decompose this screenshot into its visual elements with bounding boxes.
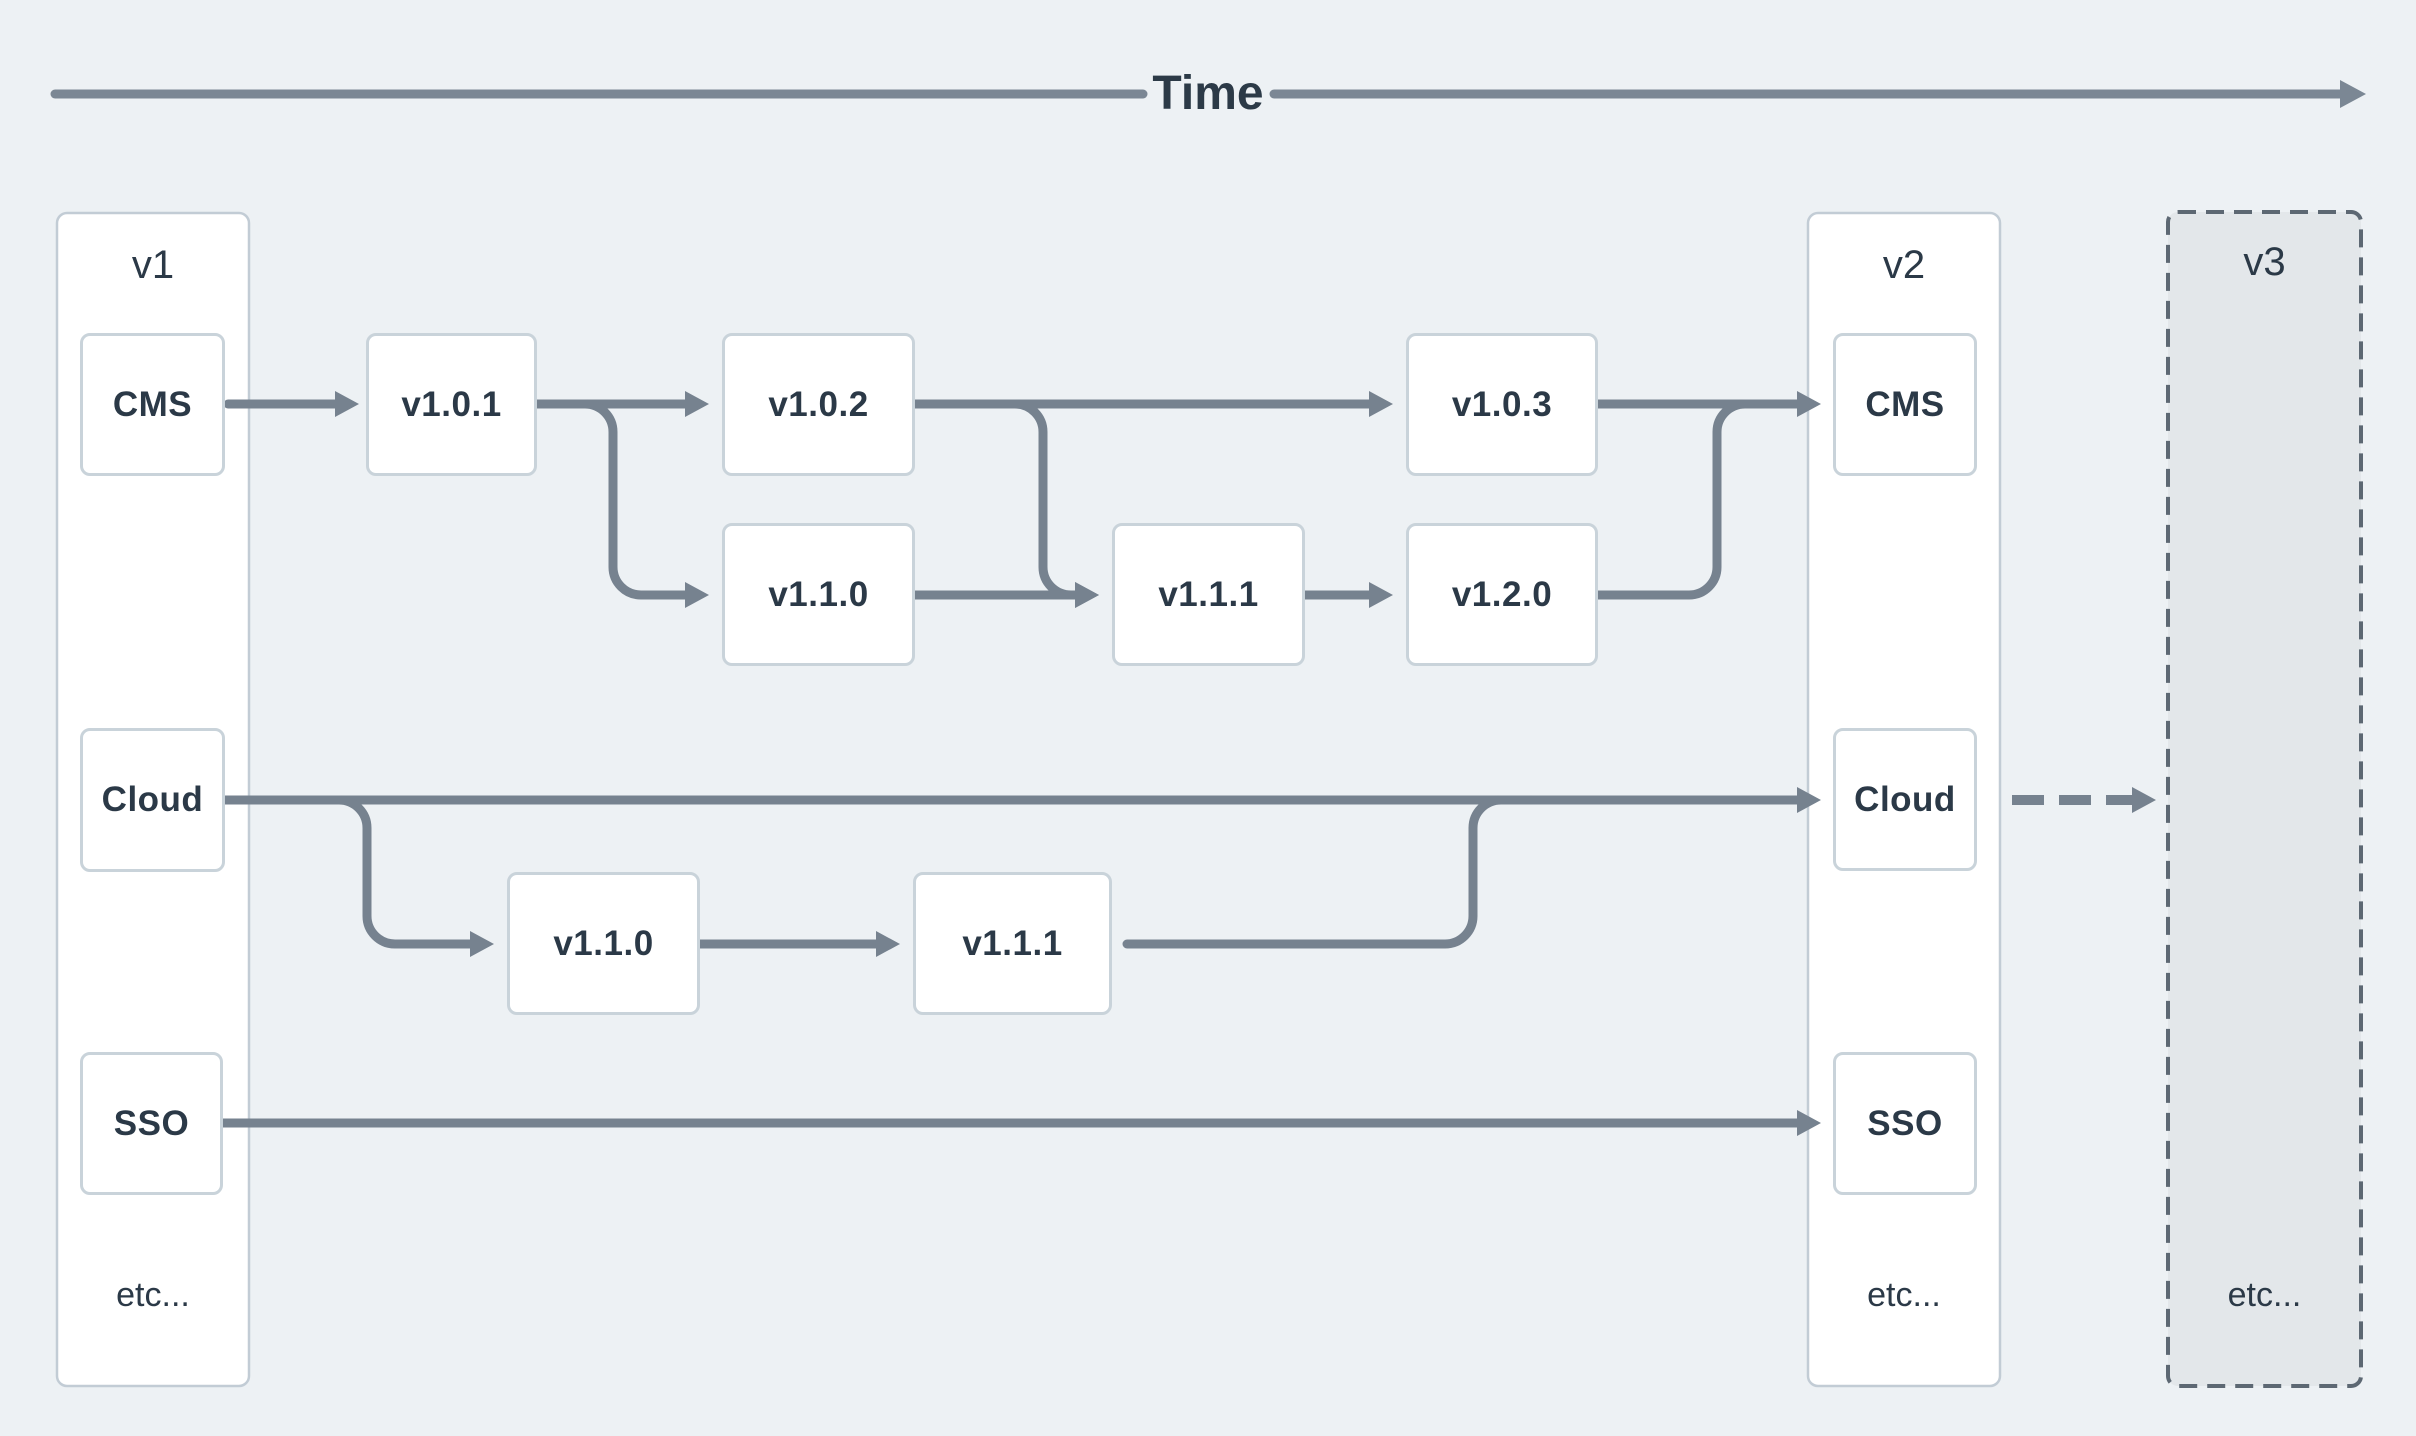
column-v1-label: v1 xyxy=(131,243,175,287)
column-v3-etc-label: etc... xyxy=(2227,1276,2302,1314)
node-v1.0.1: v1.0.1 xyxy=(366,333,537,476)
node-cms-v2: CMS xyxy=(1833,333,1977,476)
edge-v1.2.0-merge-to-cms-v2 xyxy=(1593,399,1780,600)
edge-v1.0.1-branch-to-v1.1.0 xyxy=(540,399,709,608)
node-cloud-v1.1.0: v1.1.0 xyxy=(507,872,700,1015)
node-cloud-v2: Cloud xyxy=(1833,728,1977,871)
column-v3-panel xyxy=(2166,210,2363,1388)
node-v1.2.0: v1.2.0 xyxy=(1406,523,1598,666)
node-sso-v2: SSO xyxy=(1833,1052,1977,1195)
node-sso-v1: SSO xyxy=(80,1052,223,1195)
edge-cloud-branch-to-v1.1.0 xyxy=(295,795,494,957)
node-v1.0.3: v1.0.3 xyxy=(1406,333,1598,476)
edge-v1.0.2-branch-to-v1.1.1 xyxy=(920,399,1099,608)
edge-cloud-v1.1.1-merge-to-cloud-v2 xyxy=(1122,795,1535,949)
column-v2-etc-label: etc... xyxy=(1867,1276,1941,1314)
node-cloud-v1: Cloud xyxy=(80,728,225,872)
node-v1.0.2: v1.0.2 xyxy=(722,333,915,476)
node-v1.1.1: v1.1.1 xyxy=(1112,523,1305,666)
node-cloud-v1.1.1: v1.1.1 xyxy=(913,872,1112,1015)
node-cms-v1: CMS xyxy=(80,333,225,476)
column-v2-label: v2 xyxy=(1882,243,1926,287)
column-v3-label: v3 xyxy=(2243,240,2286,284)
column-v1-etc-label: etc... xyxy=(116,1276,190,1314)
node-v1.1.0: v1.1.0 xyxy=(722,523,915,666)
time-axis-label: Time xyxy=(1152,67,1264,120)
